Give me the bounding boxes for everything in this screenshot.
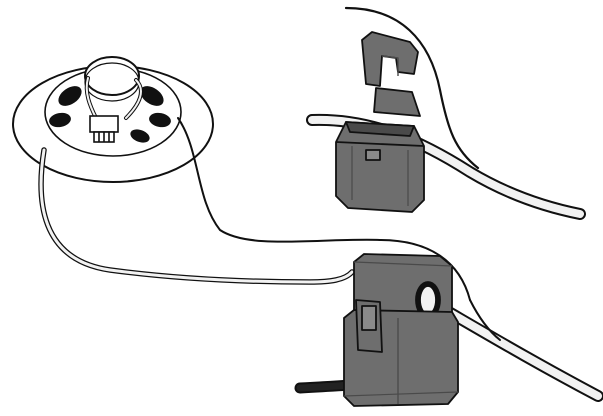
current-clamp-open-icon [336, 32, 424, 212]
current-clamp-closed-icon [344, 254, 458, 406]
wire-terminal-connector-icon [90, 116, 118, 142]
